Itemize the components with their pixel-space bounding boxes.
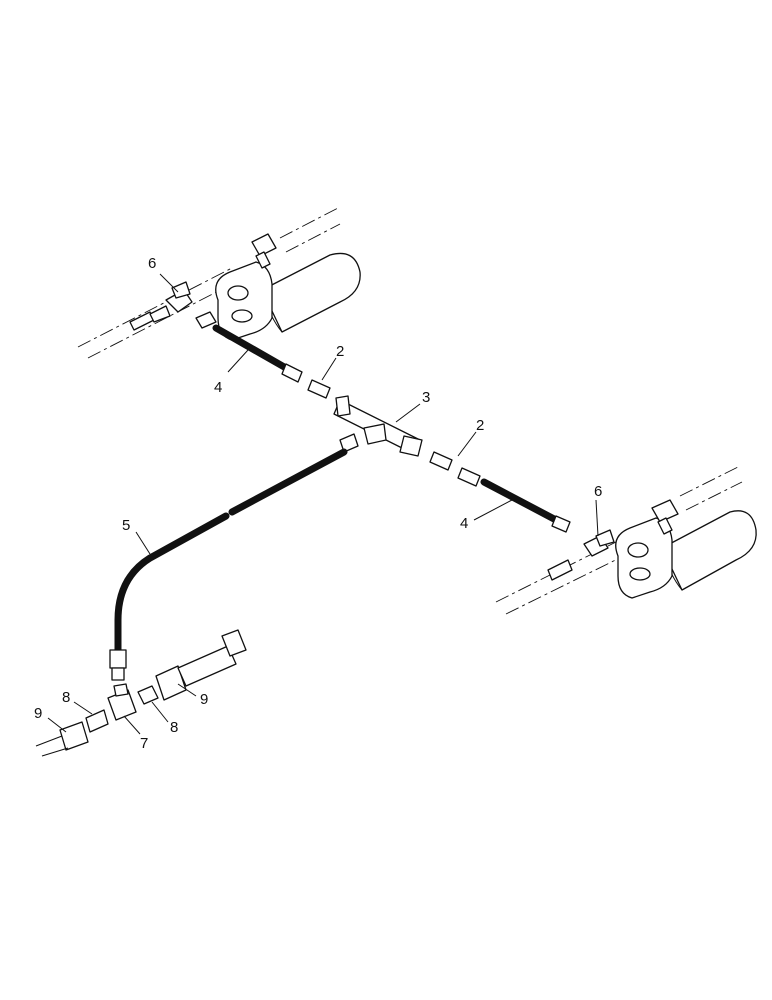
- callout-6-right: 6: [594, 483, 602, 500]
- right-tee-fitting-6: [547, 529, 615, 581]
- right-adapter-8: [137, 685, 159, 705]
- callout-9-left: 9: [34, 705, 42, 722]
- center-tee-3: [333, 395, 423, 457]
- left-nut-9: [35, 721, 89, 757]
- left-adapter-2: [281, 363, 331, 399]
- callout-7: 7: [140, 735, 148, 752]
- callout-6-left: 6: [148, 255, 156, 272]
- right-hose-4: [480, 478, 560, 524]
- callout-4-left: 4: [214, 379, 222, 396]
- right-hydraulic-cylinder: [495, 465, 757, 615]
- callout-2-right: 2: [476, 417, 484, 434]
- callout-9-right: 9: [200, 691, 208, 708]
- callout-4-right: 4: [460, 515, 468, 532]
- callout-8-left: 8: [62, 689, 70, 706]
- lower-tee-7: [107, 683, 137, 721]
- left-hose-end-fitting: [195, 311, 217, 329]
- left-hydraulic-cylinder: [77, 207, 361, 359]
- callout-2-left: 2: [336, 343, 344, 360]
- callout-labels: 6 4 2 3 2 6 4 5 9 8 9 7 8: [34, 255, 602, 752]
- left-adapter-8: [85, 709, 109, 733]
- left-tee-fitting-6: [129, 281, 193, 331]
- right-adapter-2: [429, 451, 481, 487]
- long-hose-5: [109, 433, 359, 681]
- left-hose-4: [212, 324, 290, 372]
- callout-5: 5: [122, 517, 130, 534]
- right-nut-9: [155, 629, 247, 701]
- right-hose-end-fitting: [551, 515, 571, 533]
- leader-lines: [47, 273, 599, 735]
- callout-3: 3: [422, 389, 430, 406]
- callout-8-right: 8: [170, 719, 178, 736]
